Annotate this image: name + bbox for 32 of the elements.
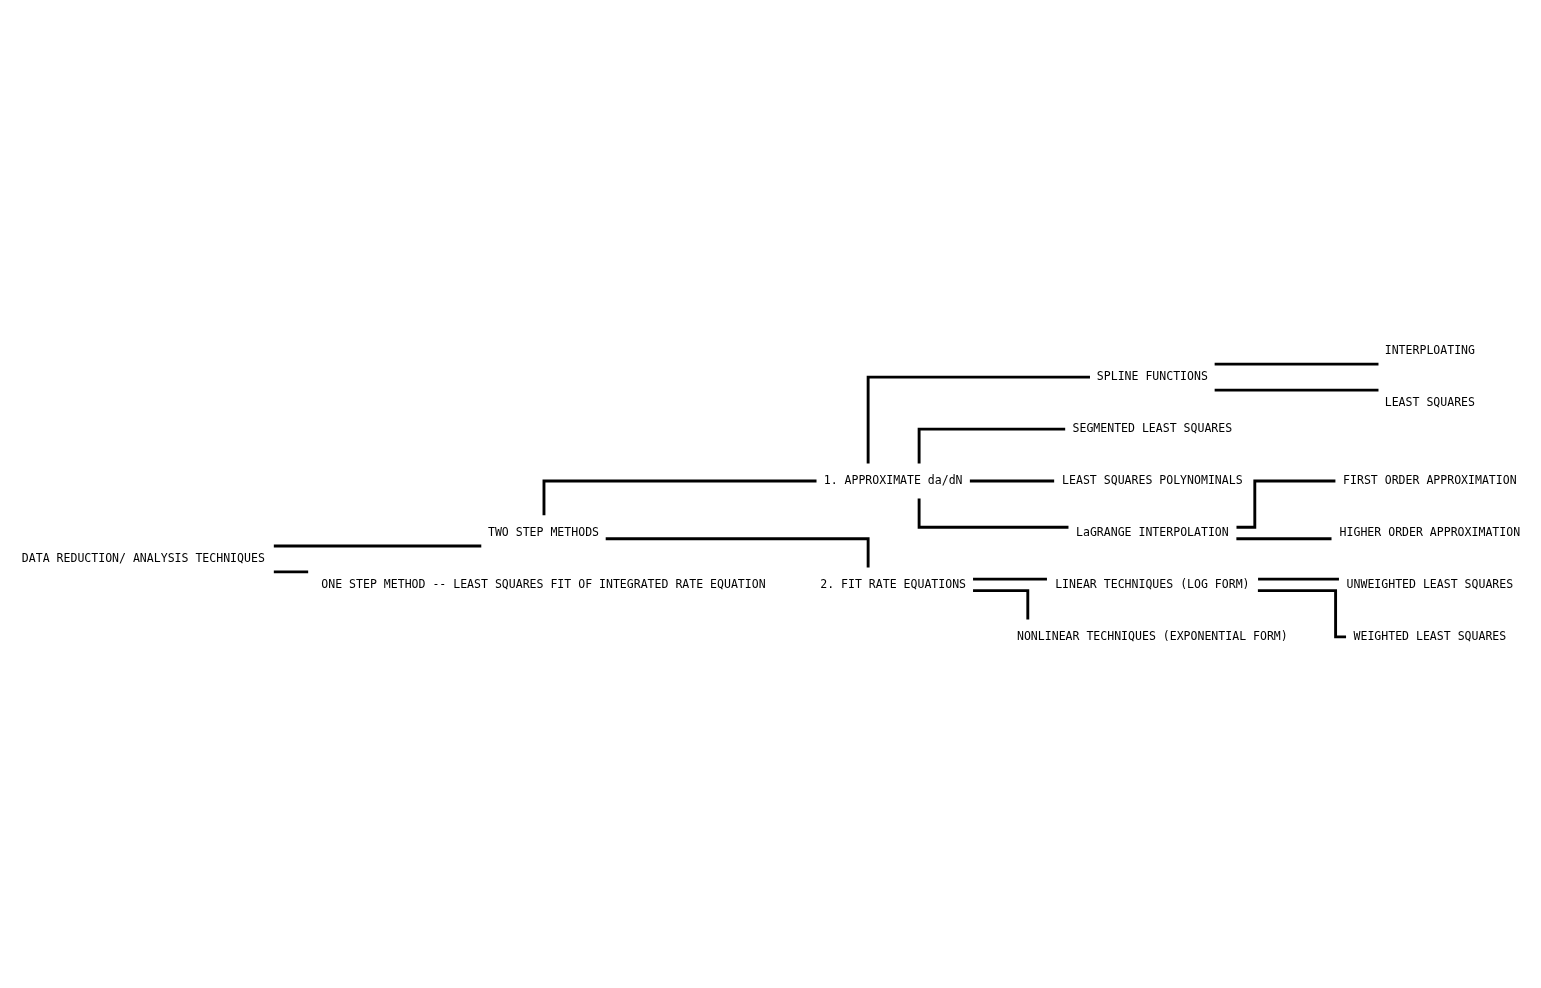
node-text: LEAST SQUARES (1384, 395, 1475, 410)
connector (1214, 362, 1379, 366)
node-text: INTERPLOATING (1384, 343, 1475, 358)
connector (917, 498, 1069, 529)
connector (973, 577, 1047, 581)
node-text: DATA REDUCTION/ ANALYSIS TECHNIQUES (21, 550, 265, 565)
node-text: SPLINE FUNCTIONS (1096, 369, 1208, 384)
node-text: TWO STEP METHODS (487, 524, 600, 539)
connector (605, 537, 870, 568)
connector (1236, 537, 1332, 541)
node-text: LEAST SQUARES POLYNOMINALS (1062, 473, 1243, 487)
connector (273, 570, 309, 574)
node-text: UNWEIGHTED LEAST SQUARES (1346, 576, 1514, 591)
node-text: 1. APPROXIMATE da/dN (823, 473, 963, 487)
node-text: FIRST ORDER APPROXIMATION (1343, 473, 1517, 487)
node-text: LaGRANGE INTERPOLATION (1076, 524, 1229, 539)
connector (866, 375, 1090, 464)
node-text: WEIGHTED LEAST SQUARES (1353, 628, 1507, 643)
node-text: NONLINEAR TECHNIQUES (EXPONENTIAL FORM) (1016, 628, 1288, 643)
connector (542, 479, 817, 516)
connector (917, 427, 1066, 464)
node-text: ONE STEP METHOD -- LEAST SQUARES FIT OF INTEGRATED RATE EQUATION (321, 576, 766, 591)
node-text: SEGMENTED LEAST SQUARES (1072, 421, 1233, 436)
connector (273, 544, 482, 548)
connector (1258, 577, 1339, 581)
node-text: LINEAR TECHNIQUES (LOG FORM) (1055, 576, 1250, 591)
node-text: 2. FIT RATE EQUATIONS (820, 576, 967, 591)
connector (1214, 388, 1379, 392)
node-text: HIGHER ORDER APPROXIMATION (1339, 524, 1521, 539)
connector (973, 589, 1030, 620)
connector (969, 479, 1055, 483)
connector (1236, 479, 1336, 529)
